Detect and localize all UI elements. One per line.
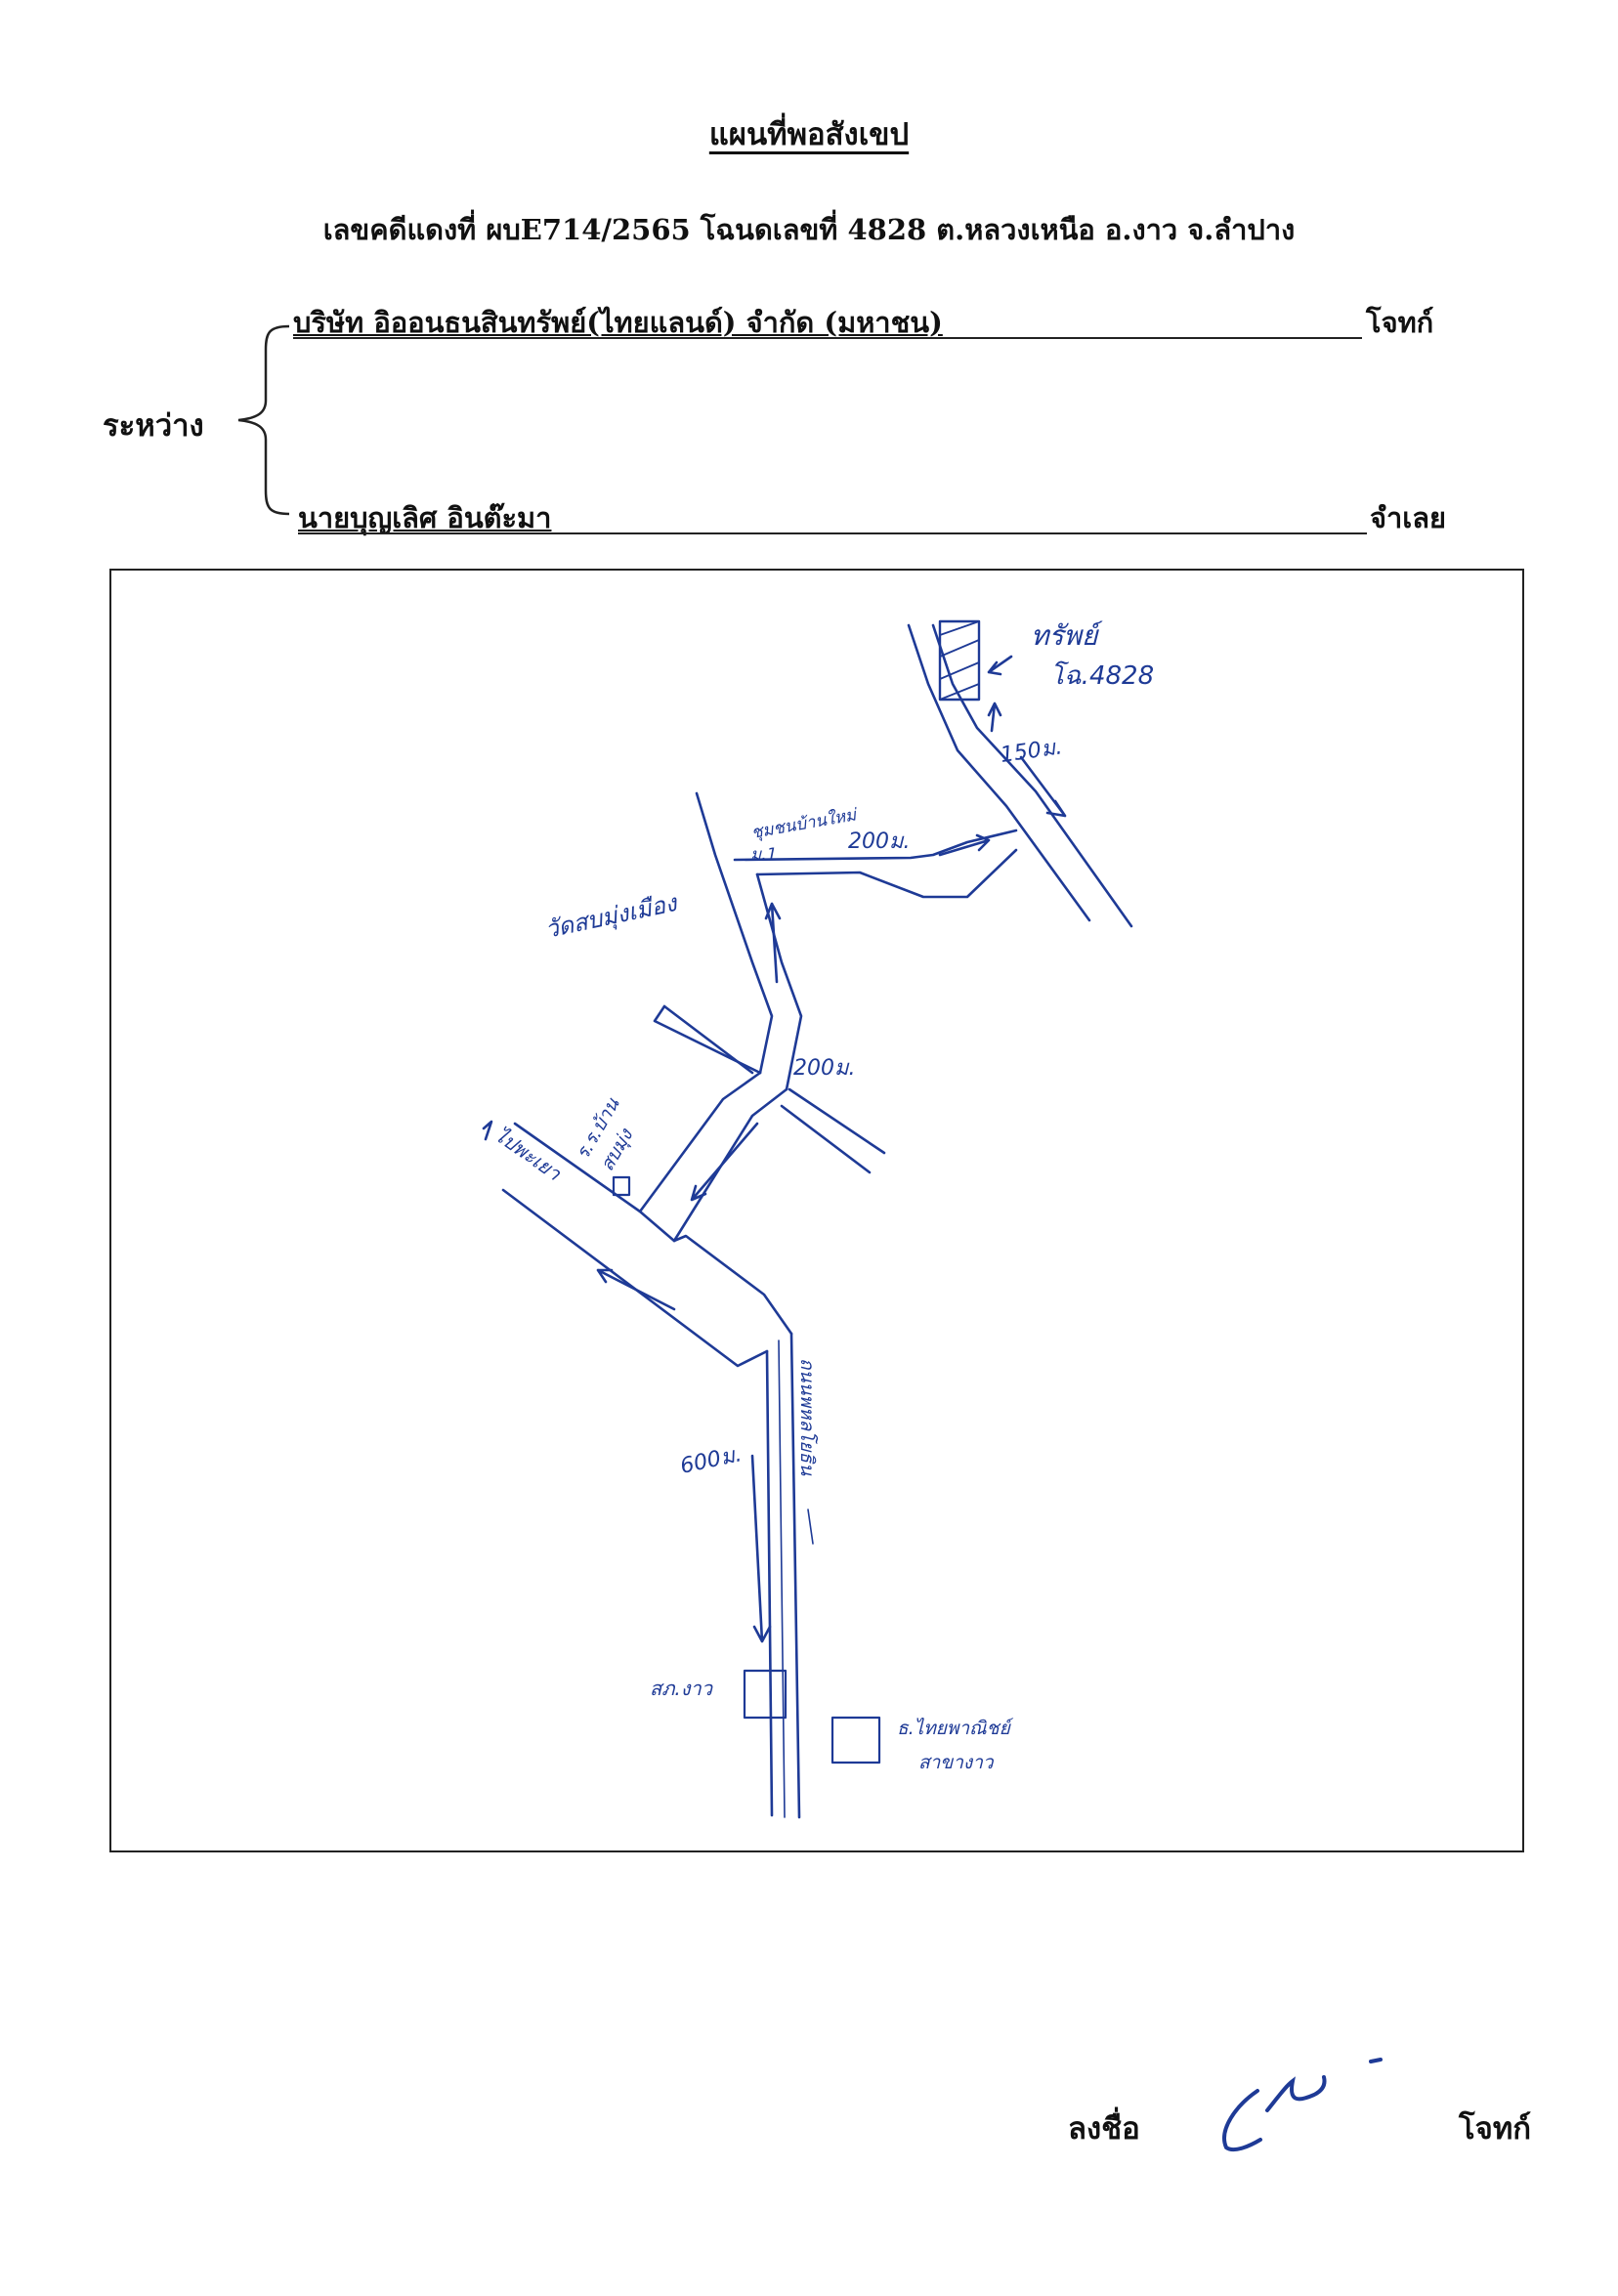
defendant-name: นายบุญเลิศ อินต๊ะมา [298, 501, 552, 534]
main-road-center-line [778, 1339, 786, 1818]
arrow-to-phayao [596, 1268, 676, 1311]
map-label-temple: วัดสบมุ่งเมือง [542, 889, 681, 945]
map-label-200m-mid: 200ม. [793, 1056, 856, 1081]
main-road-right-line [807, 1509, 814, 1545]
plaintiff-name: บริษัท อิออนธนสินทรัพย์(ไทยแลนด์) จำกัด … [293, 306, 943, 339]
signature-label: ลงชื่อ [1068, 2111, 1140, 2147]
map-frame [109, 569, 1524, 1852]
connector-road-upper-edge [638, 1071, 762, 1213]
property-road-left-edge [907, 623, 1091, 922]
cross-road-right-upper [788, 1087, 886, 1155]
map-label-village-no: ม.1 [750, 845, 777, 865]
signature-mark [1222, 2058, 1383, 2152]
main-road-left-edge [765, 1349, 774, 1817]
road-to-phayao-left-edge [501, 1188, 769, 1368]
map-label-police: สภ.งาว [650, 1677, 714, 1700]
case-info-line: เลขคดีแดงที่ ผบE714/2565 โฉนดเลขที่ 4828… [322, 213, 1296, 246]
north-road-right-edge [755, 872, 803, 1091]
school-marker [612, 1175, 631, 1197]
plaintiff-fill-line [293, 337, 1362, 339]
document-title: แผนที่พอสังเขป [708, 117, 910, 152]
bank-box [830, 1716, 881, 1765]
cross-road-right-lower [780, 1104, 872, 1174]
defendant-fill-line [298, 532, 1367, 534]
property-road-right-edge [931, 623, 1133, 928]
defendant-role: จำเลย [1370, 501, 1446, 534]
village-road-bottom-edge [755, 848, 1018, 899]
plaintiff-role: โจทก์ [1366, 306, 1434, 339]
arrow-200m-mid [690, 1122, 759, 1202]
north-road-left-edge [695, 791, 774, 1075]
party-brace [237, 324, 290, 516]
map-label-village: ชุมชนบ้านใหม่ [749, 804, 860, 843]
arrow-phayao-label [482, 1120, 493, 1141]
map-label-target: ทรัพย์ [1031, 619, 1103, 652]
arrow-600m [750, 1454, 772, 1643]
map-label-600m: 600ม. [678, 1442, 744, 1479]
connector-road-lower-edge [672, 1087, 788, 1243]
map-label-bank: ธ.ไทยพาณิชย์ [897, 1717, 1014, 1739]
cross-road-lower-edge [653, 1004, 762, 1075]
map-label-bank-branch: สาขางาว [918, 1752, 995, 1773]
between-label: ระหว่าง [103, 408, 204, 444]
arrow-200m-top [938, 833, 991, 857]
map-label-deed: โฉ.4828 [1050, 660, 1154, 691]
arrow-to-parcel [987, 655, 1013, 676]
property-parcel-box [938, 619, 981, 702]
map-label-main-road: ถนนพหลโยธิน [796, 1358, 819, 1476]
police-station-box [743, 1669, 788, 1720]
arrow-north-road [764, 902, 782, 984]
arrow-up-parcel [987, 702, 1002, 733]
signature-role: โจทก์ [1459, 2111, 1532, 2147]
map-label-200m-top: 200ม. [848, 829, 911, 854]
map-label-150m: 150ม. [999, 735, 1063, 768]
road-to-phayao-right-edge [513, 1122, 793, 1336]
arrow-150m [1019, 755, 1067, 818]
main-road-right-edge [789, 1332, 801, 1819]
property-parcel-hatch [939, 620, 980, 701]
